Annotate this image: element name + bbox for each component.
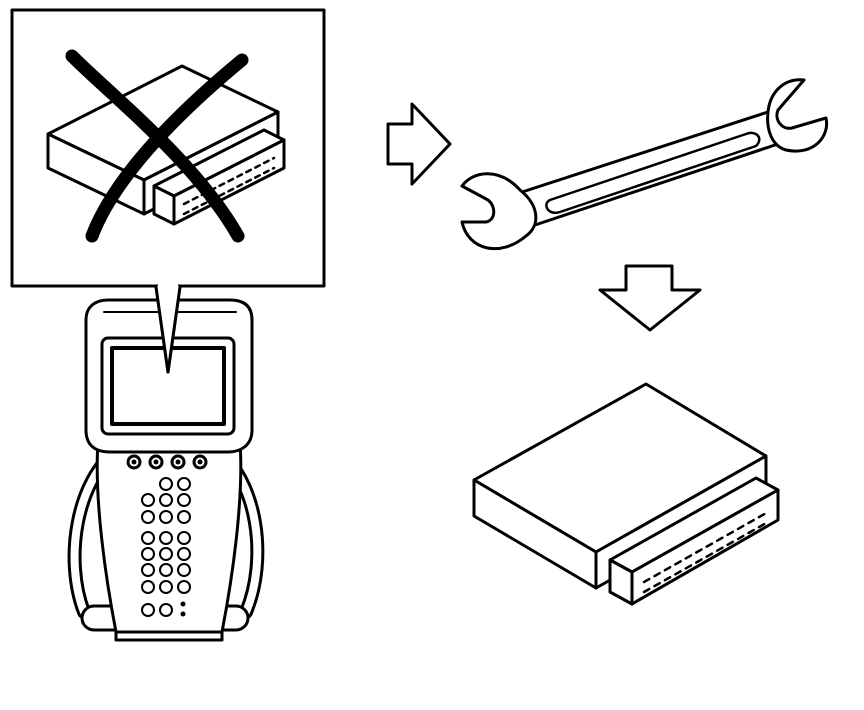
wrench-icon (460, 78, 829, 251)
function-keys (126, 454, 208, 470)
callout-box (10, 8, 326, 374)
arrow-right-icon (386, 102, 452, 186)
new-control-module-icon (472, 382, 780, 606)
keypad (141, 477, 191, 617)
arrow-down-icon (598, 264, 702, 332)
cross-out-icon (65, 49, 249, 243)
